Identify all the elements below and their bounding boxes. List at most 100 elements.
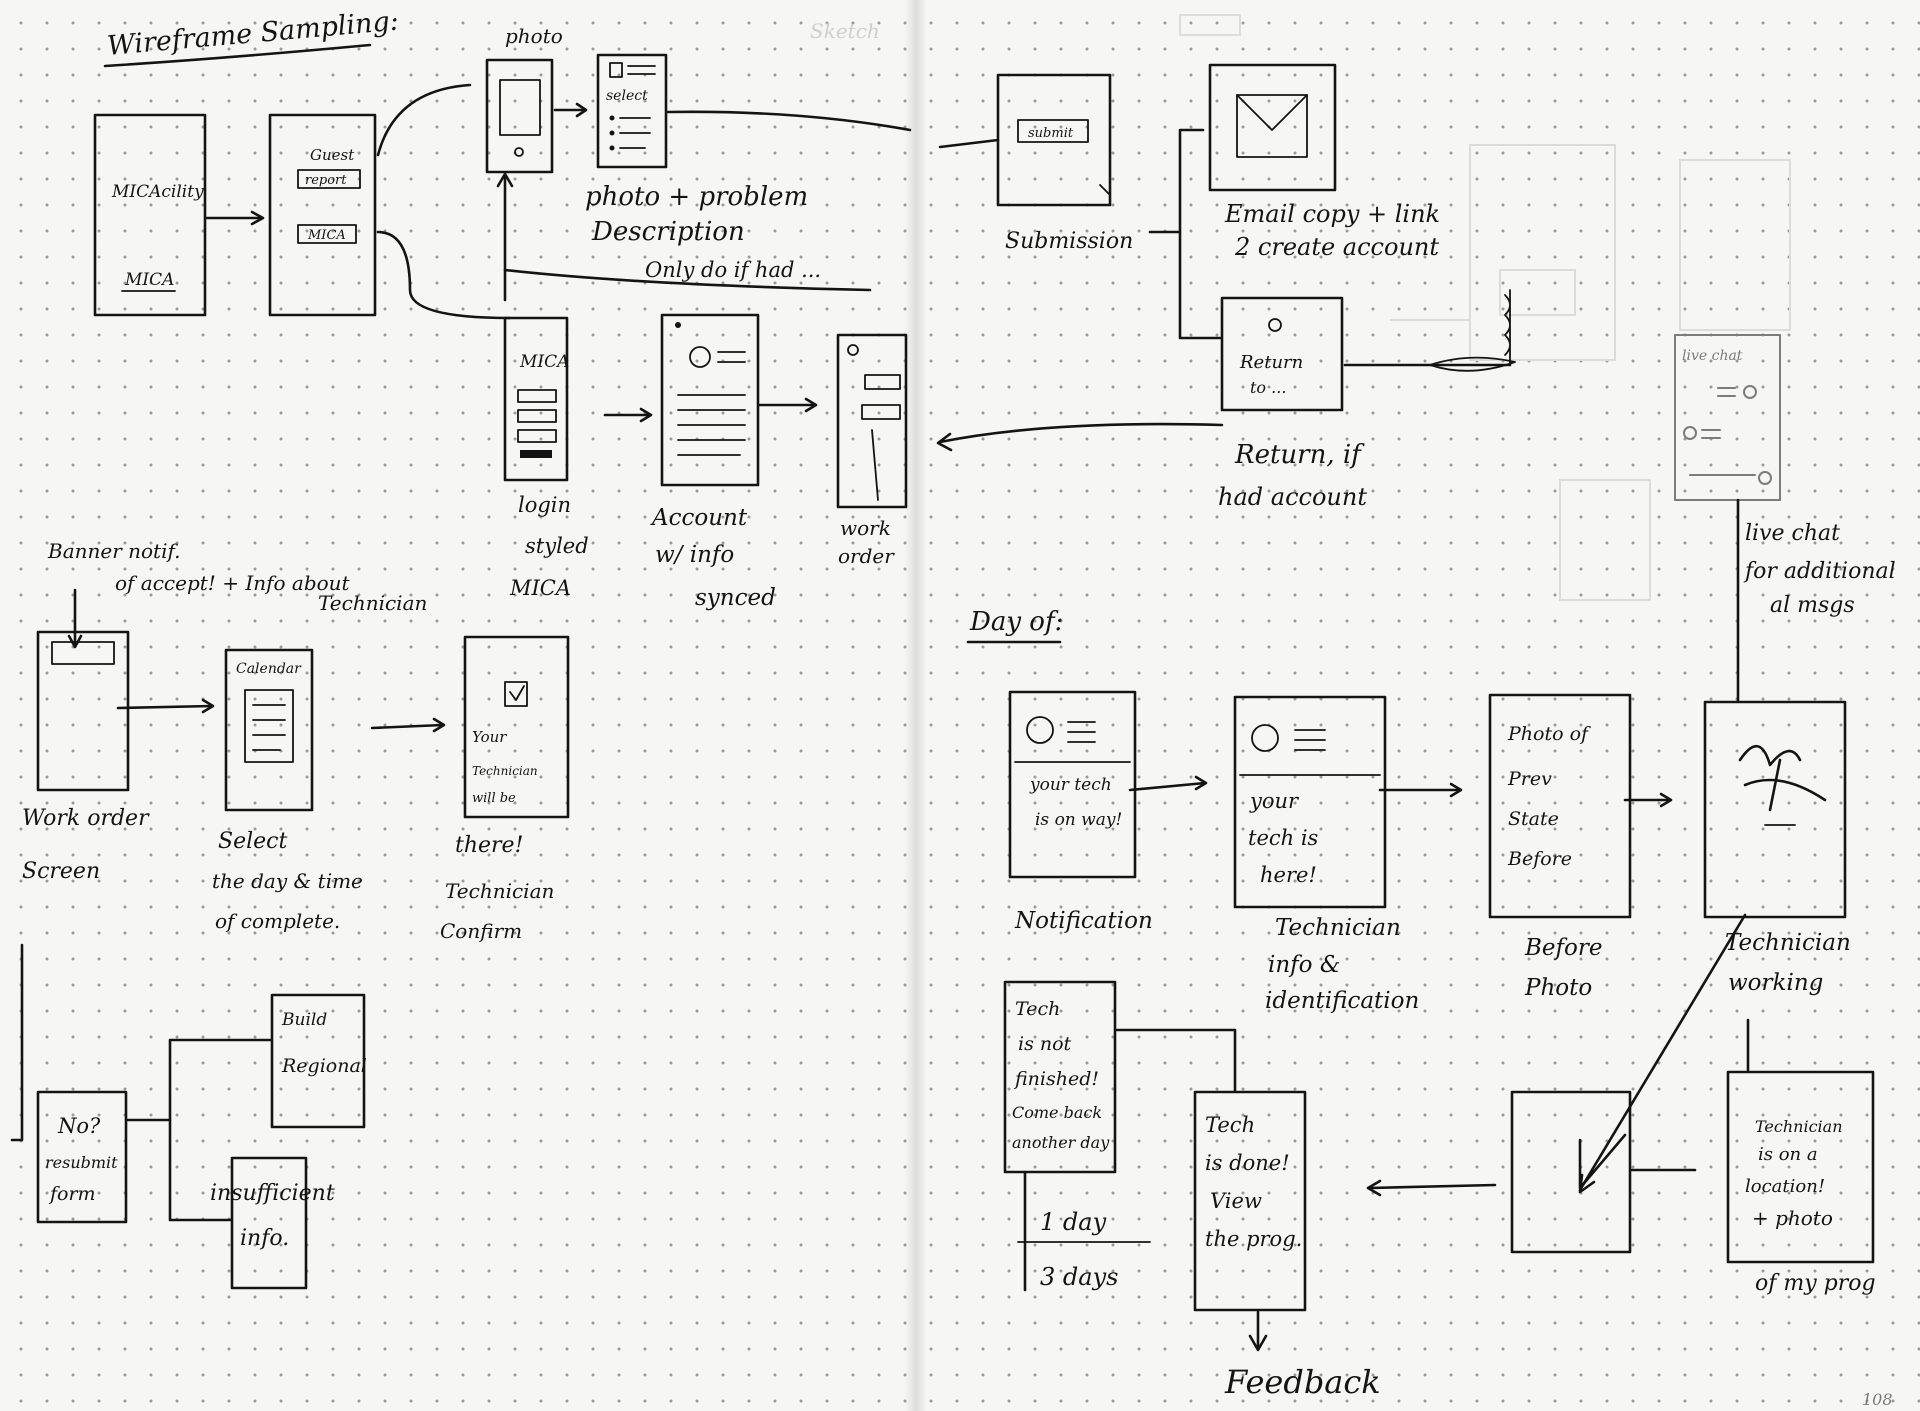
return-screen-line2: to ... [1250,378,1286,397]
done-line1: Tech [1205,1113,1255,1137]
caption-work-order-screen-1: Work order [22,806,150,831]
caption-login-3: MICA [509,576,571,600]
account-caption: Account w/ info synced [650,505,776,611]
caption-live-chat-2: for additional [1743,559,1896,584]
done-line4: the prog. [1205,1227,1302,1251]
login-caption: login styled MICA [509,493,589,600]
not-finished-line1: Tech [1015,998,1060,1020]
onsite-line1: Technician [1755,1117,1843,1136]
caption-photo-problem-2: Description [591,217,745,247]
notification-screen: your tech is on way! [1010,692,1135,877]
calendar-label: Calendar [236,661,302,677]
insufficient-screen-line1: insufficient [210,1181,335,1206]
live-chat-caption: live chat for additional al msgs [1743,521,1896,618]
build-screen-line1: Build [281,1010,327,1030]
tech-confirm-screen: Your Technician will be [465,637,568,817]
arrow-progress-to-done [1370,1185,1495,1188]
tech-onsite-screen: Technician is on a location! + photo [1728,1072,1873,1262]
no-screen-line3: form [48,1183,96,1205]
progress-photo-screen [1512,1092,1630,1252]
photo-screen [487,60,552,172]
not-finished-line3: finished! [1013,1068,1099,1090]
caption-photo-problem-3: Only do if had ... [645,258,821,282]
caption-before-2: Photo [1524,975,1592,1001]
not-finished-line4: Come back [1012,1103,1102,1122]
live-chat-screen: live chat [1675,335,1780,500]
photo-problem-caption: photo + problem Description Only do if h… [585,182,821,282]
arrow-return-to-workorder [940,424,1222,442]
caption-tech-confirm-1: there! [455,833,523,858]
caption-account-2: w/ info [655,542,734,568]
banner-caption: Banner notif. of accept! + Info about Te… [47,539,427,615]
caption-live-chat-1: live chat [1745,521,1840,546]
confirm-screen-line2: Technician [472,764,538,778]
work-order-screen-caption: Work order Screen [22,806,150,884]
guest-select-screen: Guest report MICA [270,115,375,315]
caption-tech-info-3: identification [1265,988,1419,1014]
login-screen: MICA [505,318,569,480]
caption-tech-working-1: Technician [1725,930,1851,956]
caption-tech-confirm-3: Confirm [440,919,522,943]
confirm-screen-line3: will be [472,791,516,806]
days-option-1: 1 day [1040,1208,1107,1236]
caption-tech-confirm-2: Technician [445,879,554,903]
caption-tech-info-2: info & [1268,952,1340,978]
login-screen-label: MICA [519,352,569,372]
tech-working-caption: Technician working [1725,930,1851,996]
page-number: 108 [1862,1390,1893,1409]
caption-before-1: Before [1524,935,1602,961]
connector-select-to-submission [668,112,910,130]
caption-banner-2: of accept! + Info about [115,571,351,595]
checkmark-icon [1580,1135,1625,1188]
connector-guest-to-photo [378,85,470,155]
not-finished-line5: another day [1012,1133,1110,1152]
wrench-tools-icon [1740,746,1825,810]
before-screen-line2: Prev [1507,768,1552,790]
caption-tech-working-2: working [1728,970,1823,996]
caption-work-order-2: order [838,544,895,568]
arrow-calendar-to-confirm [372,725,443,728]
caption-tech-info-1: Technician [1275,915,1401,941]
before-photo-screen: Photo of Prev State Before [1490,695,1630,917]
caption-photo-progress: of my prog [1755,1271,1876,1296]
caption-work-order-1: work [840,516,891,540]
notif-screen-line2: is on way! [1035,810,1122,830]
build-regional-screen: Build Regional [272,995,367,1127]
connector-into-submission [940,140,998,147]
connector-no-to-build [128,1040,270,1120]
day-of-heading: Day of: [969,607,1063,637]
days-options: 1 day 3 days [1018,1208,1150,1291]
onsite-line3: location! [1745,1176,1825,1197]
arrow-notif-to-techinfo [1130,783,1205,790]
caption-login-1: login [518,493,571,517]
select-label: select [606,88,648,104]
select-screen: select [598,55,666,167]
caption-work-order-screen-2: Screen [22,859,100,884]
no-screen-line1: No? [57,1114,101,1138]
email-screen [1210,65,1335,190]
caption-live-chat-3: al msgs [1770,593,1855,618]
arrow-working-to-progress [1580,915,1745,1190]
mica-start-line2: MICA [124,270,174,290]
days-option-2: 3 days [1040,1263,1118,1291]
mica-start-screen: MICAcility MICA [95,115,205,315]
page-title: Wireframe Sampling: [106,6,400,62]
before-screen-line4: Before [1507,848,1572,870]
tech-here-line2: tech is [1248,826,1319,850]
account-synced-screen [662,315,758,485]
banner-notification-sketch [52,642,114,664]
done-line3: View [1210,1189,1262,1213]
before-screen-line3: State [1508,808,1559,830]
tech-here-line1: your [1249,789,1300,813]
done-line2: is done! [1205,1151,1290,1175]
caption-select-day-1: Select [218,829,287,854]
tech-here-line3: here! [1260,863,1317,887]
confirm-screen-line1: Your [472,728,507,746]
caption-return-2: had account [1218,483,1367,511]
report-label: report [305,173,347,188]
mica-start-line1: MICAcility [111,182,204,202]
onsite-line2: is on a [1758,1144,1818,1165]
connector-mica-to-login [378,232,510,318]
email-caption: Email copy + link 2 create account [1224,200,1440,261]
